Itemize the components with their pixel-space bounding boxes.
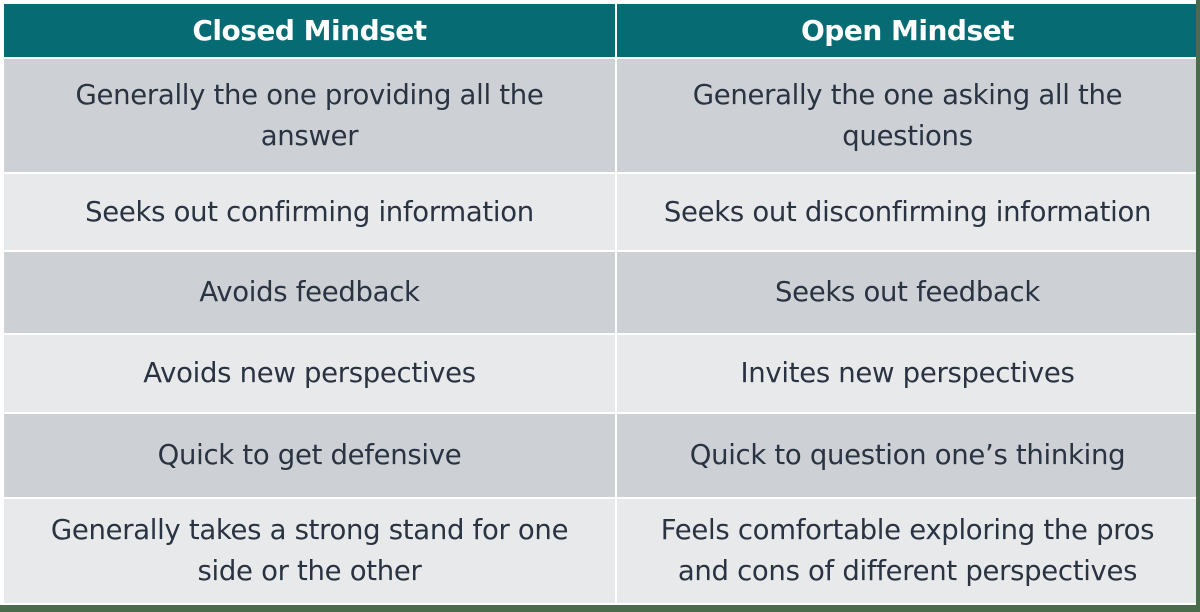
header-closed-mindset: Closed Mindset: [4, 4, 615, 57]
open-cell: Seeks out disconfirming information: [617, 174, 1198, 250]
header-row: Closed Mindset Open Mindset: [4, 4, 1198, 57]
header-open-mindset: Open Mindset: [617, 4, 1198, 57]
table-row: Avoids feedback Seeks out feedback: [4, 252, 1198, 333]
table-row: Generally the one providing all the answ…: [4, 59, 1198, 172]
table-row: Seeks out confirming information Seeks o…: [4, 174, 1198, 250]
closed-cell: Quick to get defensive: [4, 414, 615, 497]
closed-cell: Generally takes a strong stand for one s…: [4, 499, 615, 603]
open-cell: Invites new perspectives: [617, 335, 1198, 412]
table-row: Avoids new perspectives Invites new pers…: [4, 335, 1198, 412]
open-cell: Seeks out feedback: [617, 252, 1198, 333]
closed-cell: Avoids feedback: [4, 252, 615, 333]
table-row: Quick to get defensive Quick to question…: [4, 414, 1198, 497]
open-cell: Quick to question one’s thinking: [617, 414, 1198, 497]
closed-cell: Avoids new perspectives: [4, 335, 615, 412]
closed-cell: Generally the one providing all the answ…: [4, 59, 615, 172]
table-row: Generally takes a strong stand for one s…: [4, 499, 1198, 603]
open-cell: Feels comfortable exploring the pros and…: [617, 499, 1198, 603]
open-cell: Generally the one asking all the questio…: [617, 59, 1198, 172]
frame-right-edge: [1196, 0, 1200, 612]
closed-cell: Seeks out confirming information: [4, 174, 615, 250]
frame-bottom-edge: [0, 605, 1200, 612]
